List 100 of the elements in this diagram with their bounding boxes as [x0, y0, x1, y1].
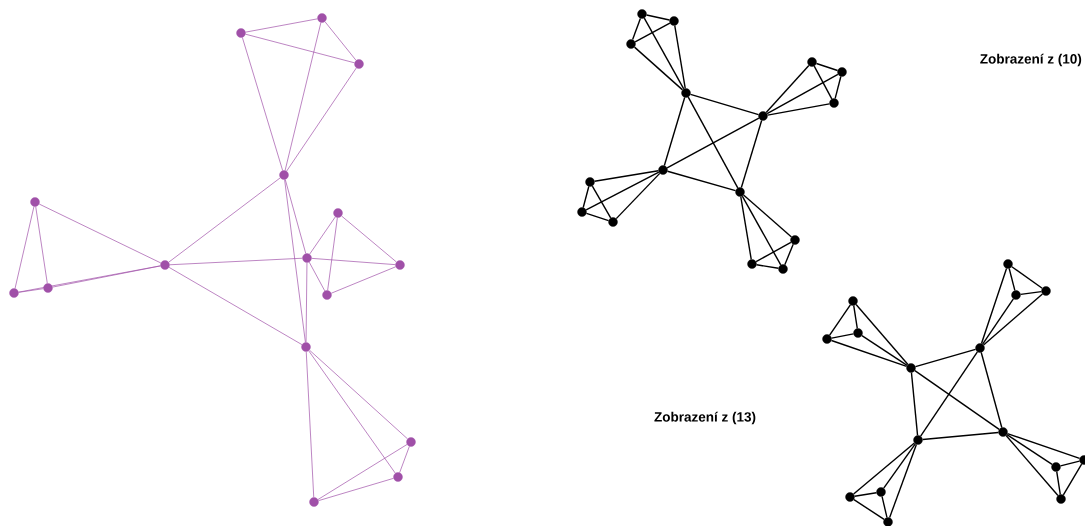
- graph-vertex: [906, 363, 916, 373]
- graph-edge: [309, 216, 336, 255]
- graph-edge: [35, 206, 48, 284]
- graph-edge: [309, 349, 408, 440]
- graph-edge: [593, 170, 660, 182]
- graph-edge: [740, 195, 752, 261]
- graph-vertex: [848, 296, 858, 306]
- graph-edge: [331, 266, 396, 294]
- graph-vertex: [876, 487, 886, 497]
- graph-edge: [741, 195, 782, 266]
- graph-vertex: [790, 235, 800, 245]
- graph-edge: [687, 96, 739, 189]
- graph-edge: [910, 372, 919, 436]
- graph-edge: [1062, 463, 1083, 496]
- graph-edge: [861, 334, 908, 367]
- graph-vertex: [236, 28, 246, 38]
- graph-edge: [1011, 266, 1043, 289]
- graph-edge: [914, 370, 1000, 430]
- graph-edge: [14, 206, 35, 289]
- graph-edge: [634, 22, 671, 43]
- graph-caption: Zobrazení z (10): [980, 53, 1082, 67]
- graph-edge: [1005, 434, 1059, 497]
- graph-vertex: [160, 260, 170, 270]
- graph-edge: [399, 446, 410, 473]
- graph-edge: [18, 288, 44, 293]
- graph-edge: [666, 117, 760, 169]
- graph-vertex: [317, 13, 327, 23]
- graph-edge: [784, 243, 794, 266]
- graph-edge: [888, 443, 918, 519]
- graph-edge: [834, 75, 842, 100]
- graph-vertex: [585, 177, 595, 187]
- graph-vertex: [9, 288, 19, 298]
- graph-edge: [853, 492, 878, 497]
- graph-vertex: [829, 98, 839, 108]
- graph-edge: [982, 293, 1044, 346]
- graph-edge: [740, 119, 763, 189]
- graph-edge: [980, 267, 1008, 345]
- graph-edge: [765, 64, 810, 114]
- graph-edge: [631, 17, 642, 41]
- graph-edge: [1006, 432, 1081, 460]
- graph-edge: [1008, 267, 1016, 292]
- graph-edge: [286, 67, 357, 172]
- graph-vertex: [393, 472, 403, 482]
- graph-vertex: [395, 260, 405, 270]
- graph-edge: [245, 33, 355, 64]
- graph-edge: [689, 93, 760, 116]
- graph-edge: [168, 177, 281, 263]
- graph-edge: [815, 62, 839, 72]
- graph-edge: [853, 304, 858, 330]
- graph-edge: [324, 21, 357, 61]
- graph-edge: [308, 261, 326, 292]
- graph-edge: [38, 203, 162, 264]
- graph-vertex: [302, 253, 312, 263]
- graph-edge: [308, 350, 396, 474]
- graph-edge: [663, 96, 686, 167]
- graph-vertex: [681, 88, 691, 98]
- graph-edge: [980, 351, 1003, 429]
- graph-vertex: [845, 492, 855, 502]
- graph-edge: [1006, 433, 1053, 466]
- graph-edge: [830, 333, 855, 339]
- graph-edge: [318, 478, 394, 501]
- graph-edge: [881, 495, 888, 519]
- graph-edge: [853, 498, 885, 521]
- graph-vertex: [30, 197, 40, 207]
- graph-edge: [766, 73, 839, 115]
- graph-vertex: [975, 343, 985, 353]
- graph-vertex: [998, 427, 1008, 437]
- graph-edge: [305, 351, 315, 498]
- graph-edge: [766, 103, 831, 116]
- graph-vertex: [1079, 455, 1085, 465]
- graph-edge: [52, 265, 161, 288]
- graph-edge: [755, 264, 780, 269]
- graph-edge: [919, 351, 979, 437]
- graph-edge: [922, 431, 1000, 441]
- graph-vertex: [309, 497, 319, 507]
- graph-vertex: [1041, 286, 1051, 296]
- graph-vertex: [1056, 494, 1066, 504]
- graph-vertex: [626, 39, 636, 49]
- graph-edge: [666, 170, 737, 192]
- graph-edge: [674, 24, 686, 90]
- graph-edge: [914, 348, 977, 368]
- graph-edge: [311, 258, 396, 265]
- graph-vertex: [853, 328, 863, 338]
- graph-edge: [18, 265, 161, 293]
- graph-vertex: [1051, 462, 1061, 472]
- graph-vertex: [608, 217, 618, 227]
- graph-edge: [169, 257, 303, 266]
- graph-vertex: [758, 111, 768, 121]
- graph-vertex: [913, 435, 923, 445]
- graph-vertex: [807, 57, 817, 67]
- graph-vertex: [778, 264, 788, 274]
- graph-vertex: [577, 207, 587, 217]
- graph-vertex: [354, 59, 364, 69]
- graph-edge: [615, 172, 661, 220]
- graph-vertex: [1003, 259, 1013, 269]
- graph-vertex: [837, 67, 847, 77]
- graph-edge: [242, 37, 283, 171]
- graph-vertex: [406, 437, 416, 447]
- graph-edge: [305, 262, 308, 343]
- graph-vertex: [669, 16, 679, 26]
